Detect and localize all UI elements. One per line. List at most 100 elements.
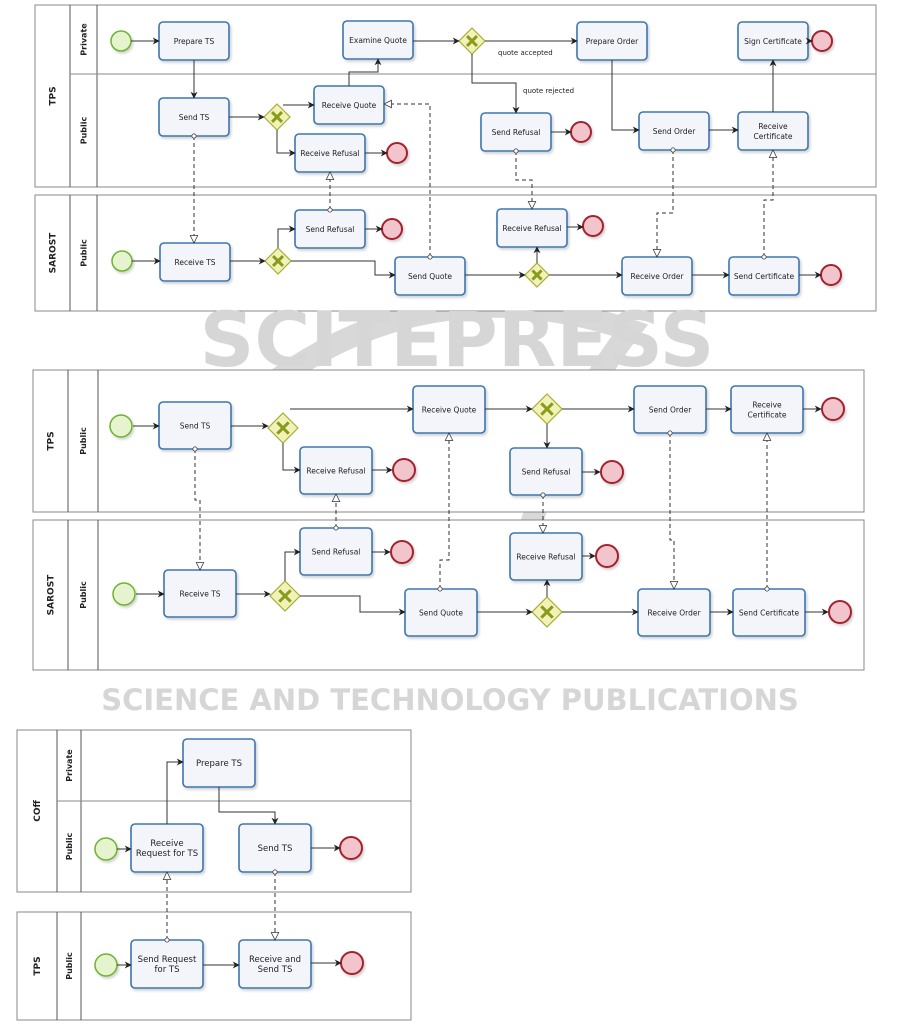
message-flow (516, 151, 532, 209)
end-event-icon (811, 30, 833, 52)
sequence-flow (348, 58, 382, 86)
exclusive-gateway-icon (458, 27, 486, 55)
task-recvRefusal1[interactable]: Receive Refusal (294, 133, 366, 173)
exclusive-gateway-icon (269, 580, 301, 612)
task-label: Send Certificate (739, 609, 800, 618)
lane-label-private: Private (80, 23, 89, 56)
exclusive-gateway-icon (264, 247, 292, 275)
sequence-flow (300, 595, 406, 616)
end-event-icon (386, 142, 408, 164)
task-recvRefusal2[interactable]: Receive Refusal (509, 532, 583, 581)
lane-label-public: Public (80, 239, 89, 267)
start-event-icon (110, 30, 132, 52)
start-event-icon (111, 250, 133, 272)
task-sendRefusal1[interactable]: Send Refusal (480, 112, 552, 152)
task-recvRefusal1[interactable]: Receive Refusal (299, 446, 373, 495)
end-event-icon (570, 121, 592, 143)
task-label: Prepare TS (174, 37, 215, 46)
task-label: Receive Order (630, 272, 684, 281)
message-flow (670, 433, 674, 589)
sequence-flow (277, 225, 296, 248)
task-sendRefusal1[interactable]: Send Refusal (509, 447, 583, 496)
sequence-flow (276, 130, 296, 157)
task-sendTS[interactable]: Send TS (158, 401, 232, 450)
watermark-brand: SCITEPRESS (200, 295, 715, 384)
task-label: Prepare Order (586, 37, 639, 46)
end-event-icon (820, 264, 842, 286)
task-recvTS[interactable]: Receive TS (159, 242, 231, 282)
task-prepTS[interactable]: Prepare TS (182, 738, 256, 788)
task-recvQuote[interactable]: Receive Quote (412, 385, 486, 434)
task-label: Receive Order (647, 609, 701, 618)
task-recvTS[interactable]: Receive TS (163, 569, 237, 618)
message-flow (384, 104, 430, 257)
task-sendRefusal2[interactable]: Send Refusal (294, 209, 366, 249)
lane-label-public: Public (65, 832, 74, 860)
task-label: Receive TS (174, 258, 215, 267)
sequence-flow (284, 548, 301, 581)
task-recvQuote[interactable]: Receive Quote (313, 85, 385, 125)
task-label: Send Quote (419, 609, 463, 618)
task-label: Send TS (179, 113, 210, 122)
watermark-lettering: SCITEPRESS SCIENCE AND TECHNOLOGY PUBLICA… (101, 295, 799, 717)
pool-label: SAROST (47, 574, 57, 616)
task-sendQuote[interactable]: Send Quote (404, 588, 478, 637)
lane-label-public: Public (79, 581, 88, 609)
task-sendTS[interactable]: Send TS (158, 97, 230, 137)
lane-label-public: Public (79, 427, 88, 455)
task-label: Send Certificate (734, 272, 795, 281)
task-sendOrder[interactable]: Send Order (638, 111, 710, 151)
task-label: Send TS (258, 844, 293, 854)
task-label: Send Order (649, 406, 693, 415)
pool-label: COff (33, 800, 43, 822)
watermark-tagline: SCIENCE AND TECHNOLOGY PUBLICATIONS (101, 683, 799, 717)
task-recvOrder[interactable]: Receive Order (621, 256, 693, 296)
exclusive-gateway-icon (531, 596, 563, 628)
pool-label: SAROST (49, 232, 59, 274)
lane-label-public: Public (80, 116, 89, 144)
task-box (737, 111, 809, 151)
sequence-flow (291, 260, 396, 279)
task-sendOrder[interactable]: Send Order (633, 385, 707, 434)
task-examQ[interactable]: Examine Quote (342, 20, 414, 60)
task-label: Send Refusal (522, 468, 571, 477)
exclusive-gateway-icon (524, 262, 550, 288)
task-sendCert[interactable]: Send Certificate (732, 588, 806, 637)
end-event-icon (390, 540, 414, 564)
task-sendCert[interactable]: Send Certificate (728, 256, 800, 296)
task-label: Send TS (180, 422, 211, 431)
pool-label: TPS (49, 86, 59, 105)
task-label: Receive TS (179, 590, 220, 599)
task-prepTS[interactable]: Prepare TS (158, 21, 230, 61)
task-recvRefusal2[interactable]: Receive Refusal (496, 208, 568, 248)
task-sendQuote[interactable]: Send Quote (394, 256, 466, 296)
pool-label: TPS (33, 956, 43, 975)
sequence-flow (611, 60, 640, 134)
task-label: Receive Refusal (306, 467, 365, 476)
task-sendTS[interactable]: Send TS (238, 823, 312, 873)
task-label: Send Refusal (312, 548, 361, 557)
end-event-icon (381, 218, 403, 240)
sequence-flow (218, 787, 279, 825)
task-sendRefusal2[interactable]: Send Refusal (299, 527, 373, 576)
end-event-icon (582, 215, 604, 237)
task-label: Send Refusal (306, 225, 355, 234)
end-event-icon (339, 836, 363, 860)
task-recvOrder[interactable]: Receive Order (637, 588, 711, 637)
task-prepOrder[interactable]: Prepare Order (576, 21, 648, 61)
flow-label: quote accepted (498, 49, 553, 57)
task-signCert[interactable]: Sign Certificate (737, 21, 809, 61)
task-label: Receive Quote (322, 101, 377, 110)
message-flow (657, 150, 673, 257)
